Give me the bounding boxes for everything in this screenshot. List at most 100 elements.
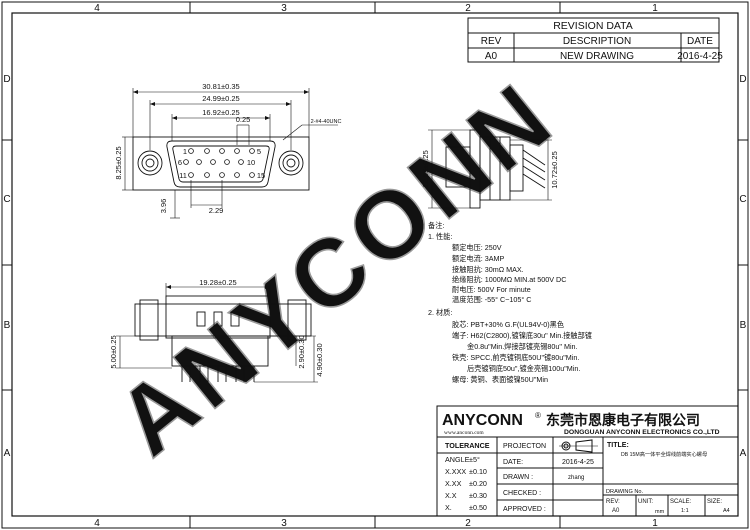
company-name-en: DONGGUAN ANYCONN ELECTRONICS CO.,LTD [564, 429, 720, 436]
front-view-labels: 30.81±0.35 24.99±0.25 16.92±0.25 0.25 8.… [114, 82, 341, 215]
note-withstand-voltage: 耐电压: 500V For minute [452, 285, 531, 294]
side-view-labels: 12.55±0.25 10.72±0.25 [421, 150, 559, 188]
notes-material-title: 2. 材质: [428, 308, 452, 317]
zone-left-c: C [3, 194, 10, 205]
revision-header-date: DATE [687, 36, 713, 47]
dim-side-height: 12.55±0.25 [421, 150, 430, 187]
revision-header-rev: REV [481, 36, 502, 47]
zone-left-d: D [3, 74, 10, 85]
scale-value: 1:1 [681, 508, 689, 514]
dim-pitch: 0.25 [236, 115, 251, 124]
note-rated-current: 额定电流: 3AMP [452, 254, 505, 263]
dim-tail-height: 2.90±0.30 [297, 335, 306, 368]
note-shell: 铁壳: SPCC,前壳镀铜底50U"镀80u"Min. [452, 353, 579, 362]
dim-pin-span: 16.92±0.25 [202, 108, 239, 117]
company-brand: ANYCONN [442, 412, 523, 429]
approved-label: APPROVED : [503, 506, 546, 513]
tolerance-xxx-value: ±0.10 [469, 467, 487, 476]
dim-screw-thread: 2-#4-40UNC [311, 119, 342, 125]
company-header: ANYCONN ® 东莞市恩康电子有限公司 www.anconn.com DON… [442, 411, 720, 436]
unit-value: mm [655, 509, 665, 515]
zone-right-c: C [739, 194, 746, 205]
tolerance-title: TOLERANCE [445, 441, 490, 450]
revision-description: NEW DRAWING [560, 51, 634, 62]
revision-rev: A0 [485, 51, 498, 62]
rev-value: A0 [612, 508, 620, 514]
dim-pin-offset: 3.96 [159, 199, 168, 214]
tolerance-int-label: X. [445, 503, 452, 512]
notes: 备注: 1. 性能: 额定电压: 250V 额定电流: 3AMP 接触阻抗: 3… [428, 221, 592, 384]
revision-table: REVISION DATA REV DESCRIPTION DATE A0 NE… [467, 17, 723, 63]
bottom-view [116, 283, 318, 383]
front-view [122, 88, 338, 219]
zone-right-d: D [739, 74, 746, 85]
tolerance-int-value: ±0.50 [469, 503, 487, 512]
dim-mount-spacing: 24.99±0.25 [202, 94, 239, 103]
tolerance-x-value: ±0.30 [469, 491, 487, 500]
revision-date: 2016-4-25 [677, 51, 723, 62]
company-website: www.anconn.com [444, 430, 484, 436]
note-terminal: 端子: H62(C2800),镀镍底30u" Min.接触部镀 [452, 331, 592, 340]
title-value: DB 15M高一体平全焊线前端实心螺母 [621, 450, 707, 458]
note-nut: 螺母: 黄铜、表面镀镍50U"Min [452, 375, 548, 384]
pin-label-6: 6 [178, 158, 182, 167]
drawn-label: DRAWN : [503, 474, 533, 481]
revision-header-description: DESCRIPTION [563, 36, 631, 47]
notes-performance-title: 1. 性能: [428, 232, 452, 241]
tolerance-angle-label: ANGLE [445, 455, 470, 464]
pin-label-1: 1 [183, 147, 187, 156]
zone-labels: 4 3 2 1 4 3 2 1 D C B A D C B A [3, 3, 746, 529]
drawing-no-label: DRAWING No. [606, 489, 644, 495]
zone-top-1: 1 [652, 3, 658, 14]
title-block-fields: PROJECTON DATE: 2016-4-25 DRAWN : zhang … [503, 442, 730, 515]
note-rated-voltage: 额定电压: 250V [452, 243, 502, 252]
zone-top-2: 2 [465, 3, 471, 14]
bottom-view-labels: 19.28±0.25 5.00±0.25 2.90±0.30 4.90±0.30 [109, 278, 324, 377]
zone-bottom-4: 4 [94, 518, 100, 529]
zone-bottom-2: 2 [465, 518, 471, 529]
pin-label-10: 10 [247, 158, 255, 167]
drawn-value: zhang [568, 475, 584, 481]
zone-top-3: 3 [281, 3, 287, 14]
notes-header: 备注: [428, 221, 444, 230]
dim-overall-width: 30.81±0.35 [202, 82, 239, 91]
company-name-cn: 东莞市恩康电子有限公司 [546, 412, 700, 428]
title-label: TITLE: [607, 442, 629, 449]
rev-label: REV: [606, 499, 620, 505]
dim-side-depth: 10.72±0.25 [550, 151, 559, 188]
note-temperature-range: 温度范围: -55° C~105° C [452, 295, 531, 304]
tolerance-xxx-label: X.XXX [445, 467, 466, 476]
pin-label-5: 5 [257, 147, 261, 156]
zone-right-a: A [740, 448, 747, 459]
zone-left-a: A [4, 448, 11, 459]
zone-right-b: B [740, 320, 747, 331]
date-value: 2016-4-25 [562, 459, 594, 466]
dim-flange-height: 8.25±0.25 [114, 146, 123, 179]
zone-left-b: B [4, 320, 11, 331]
side-view [428, 129, 552, 209]
dim-row-offset: 2.29 [209, 206, 224, 215]
checked-label: CHECKED : [503, 490, 541, 497]
company-registered: ® [535, 411, 541, 420]
tolerance-x-label: X.X [445, 491, 457, 500]
note-contact-resistance: 接触阻抗: 30mΩ MAX. [452, 265, 524, 274]
dim-bottom-width: 19.28±0.25 [199, 278, 236, 287]
pin-label-11: 11 [179, 171, 187, 180]
tolerance-table: TOLERANCE ANGLE ±5° X.XXX ±0.10 X.XX ±0.… [445, 441, 490, 512]
pin-label-15: 15 [257, 171, 265, 180]
tolerance-angle-value: ±5° [469, 455, 480, 464]
note-terminal-plating: 金0.8u"Min.焊接部镀亮锡80u" Min. [467, 342, 578, 351]
tolerance-xx-value: ±0.20 [469, 479, 487, 488]
note-shell-back: 后壳镀铜底50u",镀金亮锡100u"Min. [467, 364, 580, 373]
projection-label: PROJECTON [503, 443, 546, 450]
size-value: A4 [723, 508, 730, 514]
note-housing: 胶芯: PBT+30% G.F(UL94V-0)黑色 [452, 320, 564, 329]
dim-total-height: 4.90±0.30 [315, 343, 324, 376]
zone-bottom-1: 1 [652, 518, 658, 529]
zone-top-4: 4 [94, 3, 100, 14]
size-label: SIZE: [707, 499, 722, 505]
revision-title: REVISION DATA [553, 20, 633, 32]
date-label: DATE: [503, 459, 523, 466]
